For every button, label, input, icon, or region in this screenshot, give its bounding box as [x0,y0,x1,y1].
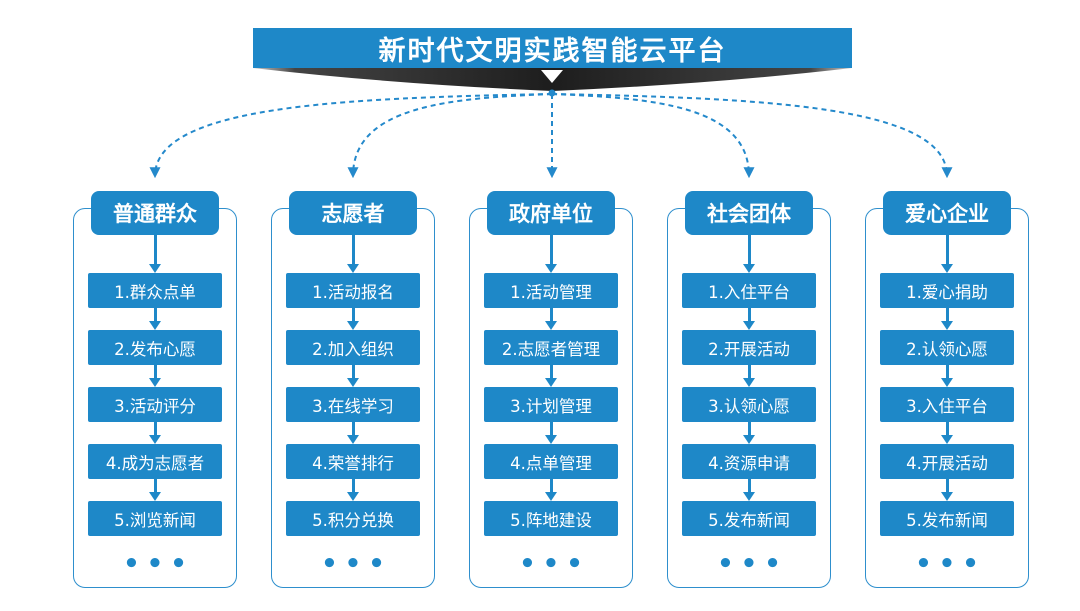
column-ordinary-public: 普通群众 1.群众点单 2.发布心愿 3.活动评分 4.成为志愿者 5.浏览新闻… [73,191,237,588]
connector-to-col5 [551,93,953,179]
down-arrow-icon [941,235,953,273]
down-arrow-icon [347,365,359,387]
flow-step: 5.浏览新闻 [88,501,222,536]
down-arrow-icon [743,365,755,387]
flow-step: 2.发布心愿 [88,330,222,365]
flow-step: 5.积分兑换 [286,501,420,536]
flow-step: 3.活动评分 [88,387,222,422]
flow-step: 2.加入组织 [286,330,420,365]
down-arrow-icon [149,308,161,330]
down-arrow-icon [149,235,161,273]
flow-step: 3.计划管理 [484,387,618,422]
flow-step: 5.发布新闻 [880,501,1014,536]
down-arrow-icon [545,235,557,273]
flow-step: 1.入住平台 [682,273,816,308]
flow-step: 4.成为志愿者 [88,444,222,479]
flow-step: 2.志愿者管理 [484,330,618,365]
connector-to-col4 [551,93,755,179]
platform-title: 新时代文明实践智能云平台 [378,35,727,67]
flow-step: 2.开展活动 [682,330,816,365]
platform-title-banner: 新时代文明实践智能云平台 [253,28,852,68]
down-arrow-icon [545,365,557,387]
down-arrow-icon [149,422,161,444]
down-arrow-icon [545,308,557,330]
more-ellipsis: ••• [519,549,590,579]
connector-to-col2 [347,93,553,179]
down-arrow-icon [941,479,953,501]
more-ellipsis: ••• [321,549,392,579]
connector-origin-dot [548,89,556,97]
connector-to-col1 [149,93,553,179]
flow-step: 4.荣誉排行 [286,444,420,479]
flow-step: 1.群众点单 [88,273,222,308]
flow-step: 3.认领心愿 [682,387,816,422]
column-government-units: 政府单位 1.活动管理 2.志愿者管理 3.计划管理 4.点单管理 5.阵地建设… [469,191,633,588]
down-arrow-icon [347,235,359,273]
down-arrow-icon [941,365,953,387]
column-header-ordinary-public: 普通群众 [91,191,219,235]
down-arrow-icon [149,479,161,501]
banner-down-arrow-icon [541,70,563,83]
flow-step: 5.发布新闻 [682,501,816,536]
down-arrow-icon [545,422,557,444]
more-ellipsis: ••• [915,549,986,579]
column-volunteers: 志愿者 1.活动报名 2.加入组织 3.在线学习 4.荣誉排行 5.积分兑换 •… [271,191,435,588]
flow-step: 3.入住平台 [880,387,1014,422]
down-arrow-icon [545,479,557,501]
flow-step: 4.点单管理 [484,444,618,479]
down-arrow-icon [743,308,755,330]
down-arrow-icon [347,479,359,501]
column-caring-enterprises: 爱心企业 1.爱心捐助 2.认领心愿 3.入住平台 4.开展活动 5.发布新闻 … [865,191,1029,588]
column-header-social-organizations: 社会团体 [685,191,813,235]
down-arrow-icon [743,422,755,444]
flow-step: 4.开展活动 [880,444,1014,479]
column-header-caring-enterprises: 爱心企业 [883,191,1011,235]
flow-step: 3.在线学习 [286,387,420,422]
column-social-organizations: 社会团体 1.入住平台 2.开展活动 3.认领心愿 4.资源申请 5.发布新闻 … [667,191,831,588]
flow-step: 1.爱心捐助 [880,273,1014,308]
down-arrow-icon [347,422,359,444]
down-arrow-icon [347,308,359,330]
flow-step: 1.活动报名 [286,273,420,308]
column-header-government-units: 政府单位 [487,191,615,235]
down-arrow-icon [743,235,755,273]
flow-step: 2.认领心愿 [880,330,1014,365]
more-ellipsis: ••• [123,549,194,579]
down-arrow-icon [941,422,953,444]
flow-step: 1.活动管理 [484,273,618,308]
down-arrow-icon [941,308,953,330]
more-ellipsis: ••• [717,549,788,579]
down-arrow-icon [743,479,755,501]
flow-step: 5.阵地建设 [484,501,618,536]
flow-step: 4.资源申请 [682,444,816,479]
down-arrow-icon [149,365,161,387]
column-header-volunteers: 志愿者 [289,191,417,235]
